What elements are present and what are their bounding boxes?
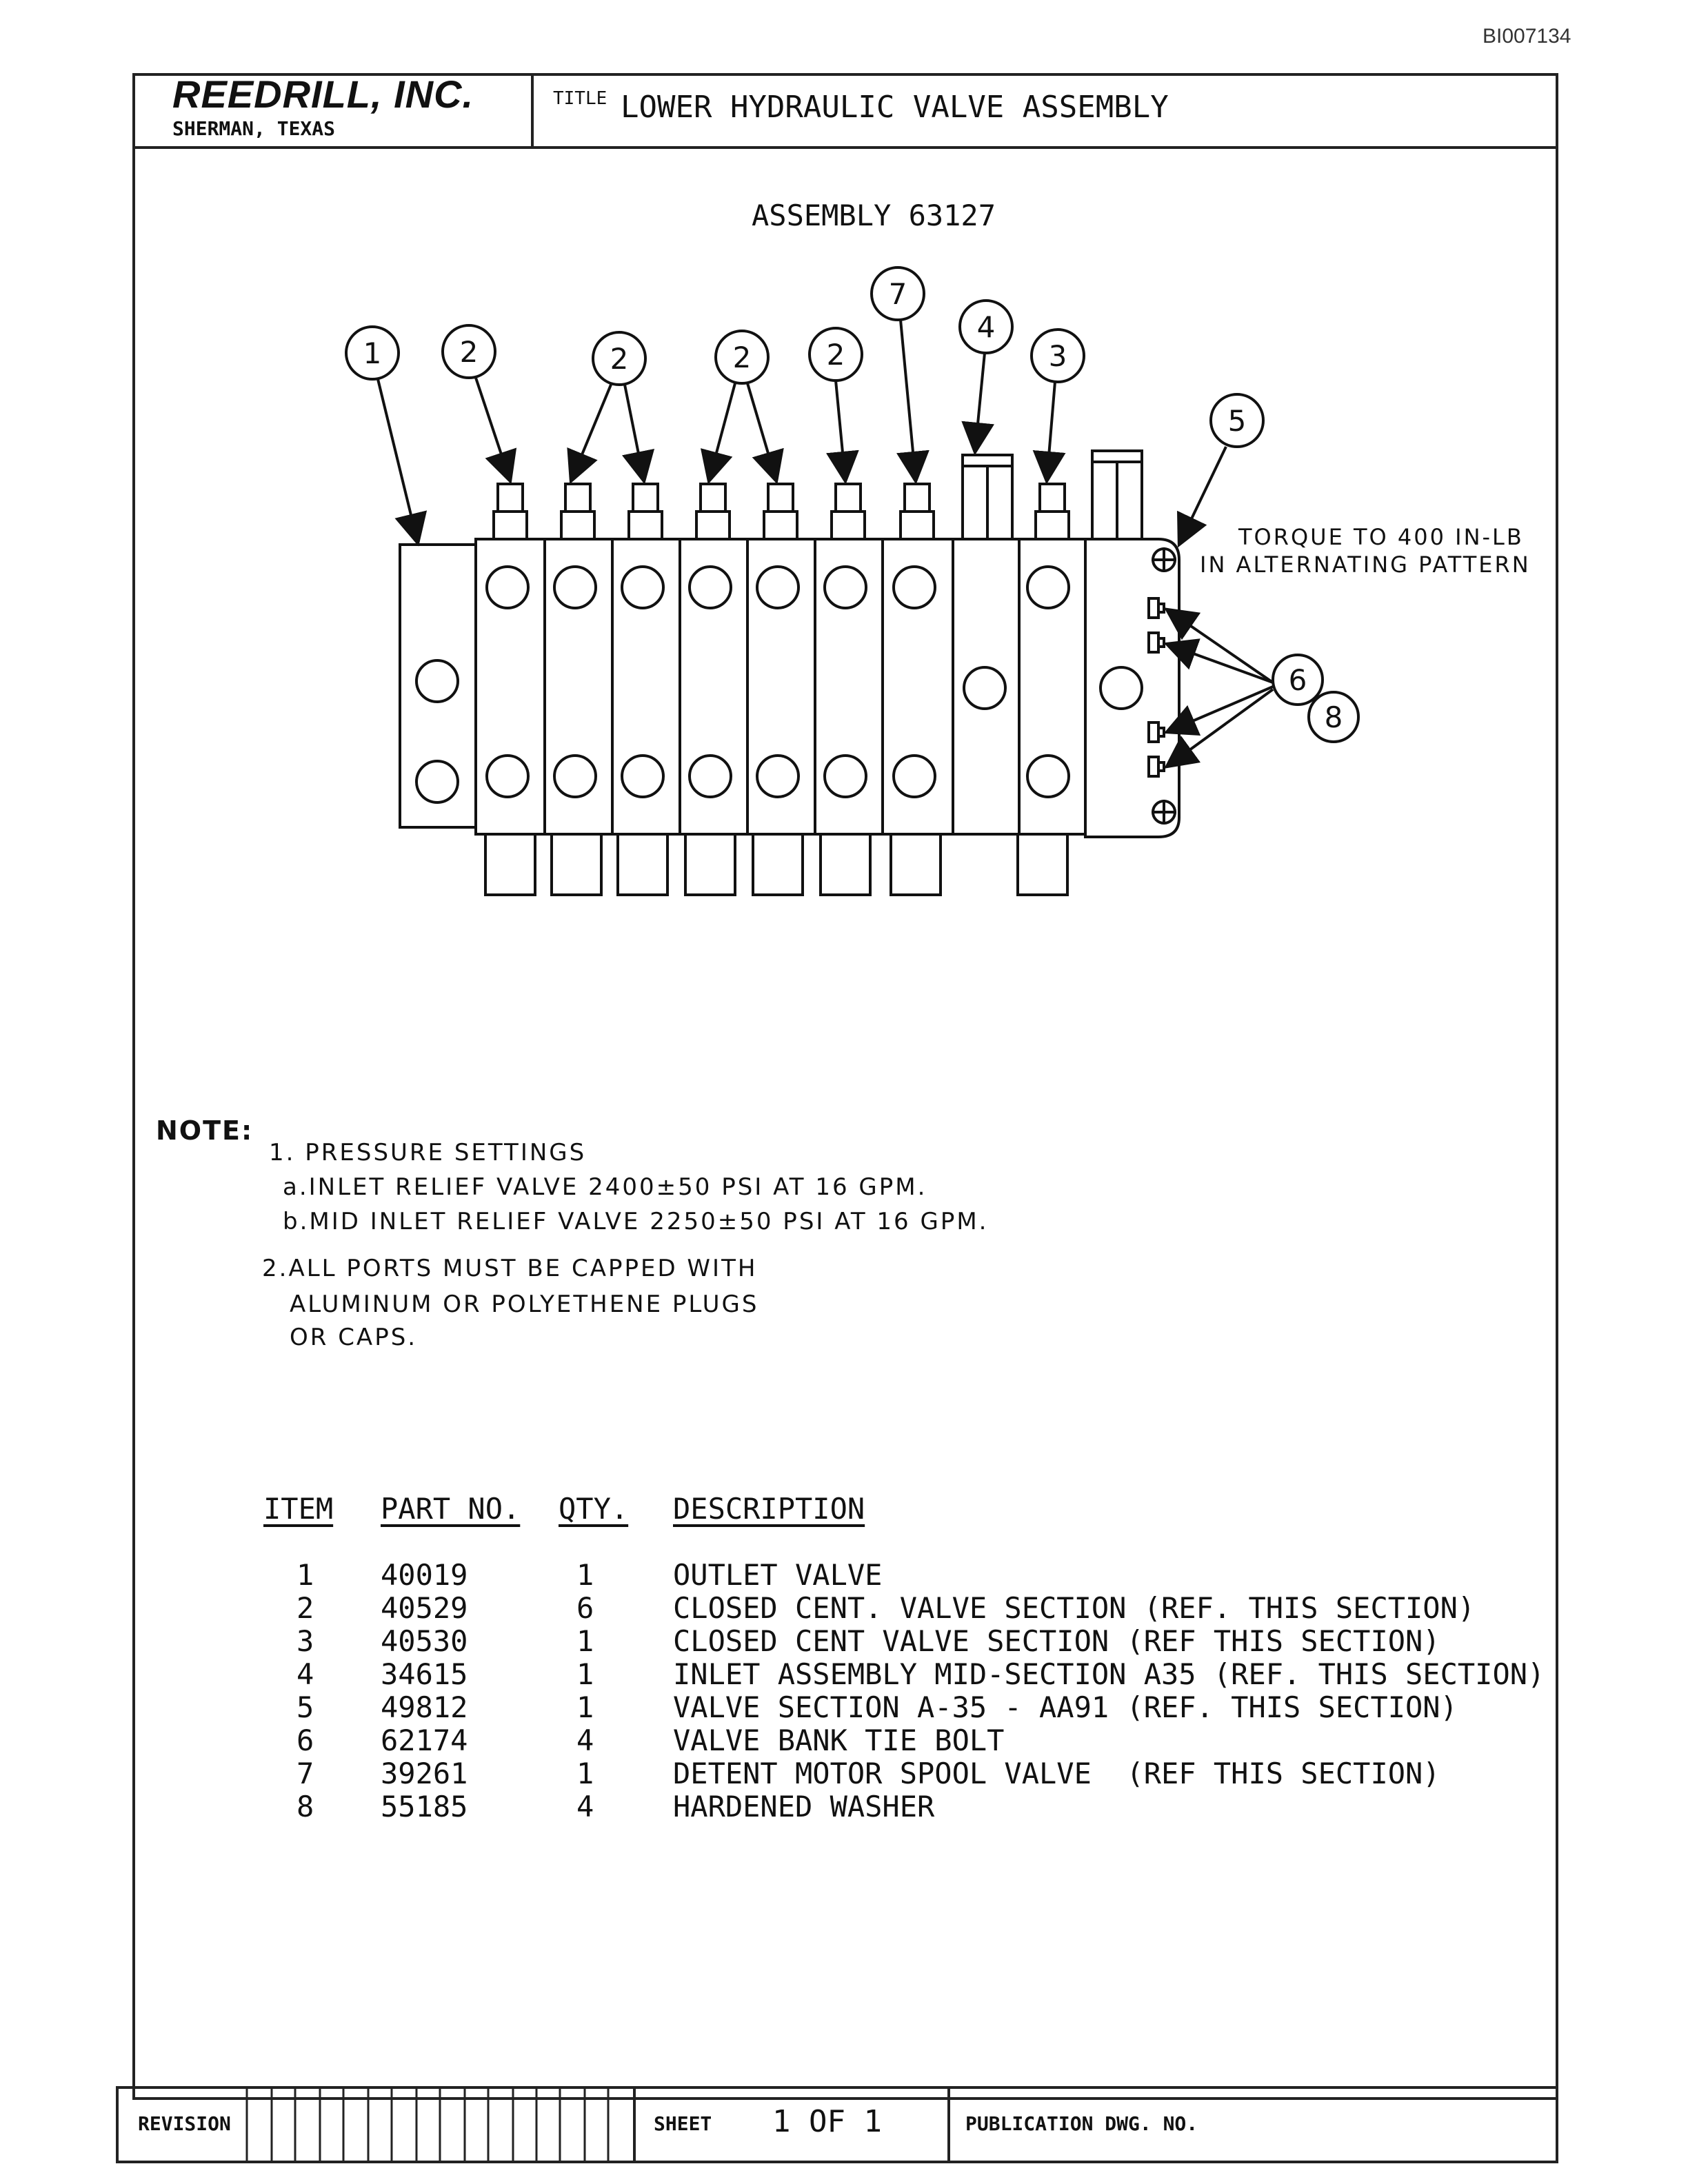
column-header-part: PART NO. bbox=[381, 1492, 521, 1526]
publication-drawing-label: PUBLICATION DWG. NO. bbox=[965, 2112, 1198, 2135]
note-1b: b.MID INLET RELIEF VALVE 2250±50 PSI AT … bbox=[283, 1208, 989, 1235]
company-name: REEDRILL, INC. bbox=[172, 72, 474, 116]
cell-description: INLET ASSEMBLY MID-SECTION A35 (REF. THI… bbox=[673, 1657, 1545, 1691]
torque-note-line2: IN ALTERNATING PATTERN bbox=[1200, 552, 1531, 578]
spool-ends-bottom bbox=[484, 833, 1069, 896]
callout-6: 6 bbox=[1289, 663, 1307, 697]
cell-item: 1 bbox=[297, 1558, 314, 1592]
cell-qty: 1 bbox=[576, 1624, 594, 1658]
sheet-value: 1 OF 1 bbox=[772, 2104, 882, 2139]
cell-description: VALVE BANK TIE BOLT bbox=[673, 1723, 1005, 1757]
cell-qty: 1 bbox=[576, 1657, 594, 1691]
callout-2: 2 bbox=[827, 338, 845, 372]
note-heading: NOTE: bbox=[156, 1115, 254, 1146]
column-header-qty: QTY. bbox=[559, 1492, 629, 1526]
column-header-item: ITEM bbox=[263, 1492, 334, 1526]
cell-qty: 4 bbox=[576, 1790, 594, 1823]
note-2-line1: 2.ALL PORTS MUST BE CAPPED WITH bbox=[262, 1255, 758, 1282]
cell-part: 49812 bbox=[381, 1690, 468, 1724]
drawing-title: LOWER HYDRAULIC VALVE ASSEMBLY bbox=[621, 90, 1169, 125]
callout-2: 2 bbox=[610, 342, 629, 376]
drawing-frame bbox=[132, 73, 1558, 2100]
inlet-end-block bbox=[1084, 538, 1180, 838]
cell-part: 40529 bbox=[381, 1591, 468, 1625]
cell-qty: 1 bbox=[576, 1690, 594, 1724]
cell-item: 8 bbox=[297, 1790, 314, 1823]
cell-item: 3 bbox=[297, 1624, 314, 1658]
cell-description: CLOSED CENT VALVE SECTION (REF THIS SECT… bbox=[673, 1624, 1440, 1658]
cell-item: 5 bbox=[297, 1690, 314, 1724]
callout-8: 8 bbox=[1325, 700, 1343, 734]
cell-part: 55185 bbox=[381, 1790, 468, 1823]
callout-7: 7 bbox=[889, 277, 907, 311]
cell-description: OUTLET VALVE bbox=[673, 1558, 883, 1592]
sheet-label: SHEET bbox=[654, 2112, 712, 2135]
torque-note-line1: TORQUE TO 400 IN-LB bbox=[1238, 524, 1524, 550]
column-header-description: DESCRIPTION bbox=[673, 1492, 865, 1526]
cell-part: 34615 bbox=[381, 1657, 468, 1691]
note-1: 1. PRESSURE SETTINGS bbox=[269, 1139, 587, 1166]
note-2-line3: OR CAPS. bbox=[290, 1324, 418, 1351]
cell-qty: 4 bbox=[576, 1723, 594, 1757]
cell-item: 6 bbox=[297, 1723, 314, 1757]
cell-item: 2 bbox=[297, 1591, 314, 1625]
callout-2: 2 bbox=[733, 341, 752, 374]
cell-item: 4 bbox=[297, 1657, 314, 1691]
title-block-footer bbox=[116, 2086, 1558, 2163]
callout-2: 2 bbox=[460, 335, 479, 369]
cell-qty: 6 bbox=[576, 1591, 594, 1625]
cell-item: 7 bbox=[297, 1757, 314, 1790]
company-city: SHERMAN, TEXAS bbox=[172, 117, 336, 140]
cell-description: CLOSED CENT. VALVE SECTION (REF. THIS SE… bbox=[673, 1591, 1476, 1625]
note-2-line2: ALUMINUM OR POLYETHENE PLUGS bbox=[290, 1291, 759, 1318]
assembly-number: ASSEMBLY 63127 bbox=[752, 199, 996, 232]
cell-description: DETENT MOTOR SPOOL VALVE (REF THIS SECTI… bbox=[673, 1757, 1440, 1790]
note-1a: a.INLET RELIEF VALVE 2400±50 PSI AT 16 G… bbox=[283, 1173, 927, 1201]
document-id: BI007134 bbox=[1483, 25, 1571, 48]
cell-description: VALVE SECTION A-35 - AA91 (REF. THIS SEC… bbox=[673, 1690, 1458, 1724]
callout-4: 4 bbox=[977, 310, 996, 344]
cell-qty: 1 bbox=[576, 1757, 594, 1790]
cell-part: 62174 bbox=[381, 1723, 468, 1757]
tie-bolt-ends bbox=[1147, 547, 1176, 825]
cell-part: 40019 bbox=[381, 1558, 468, 1592]
title-label: TITLE bbox=[553, 88, 607, 109]
cell-qty: 1 bbox=[576, 1558, 594, 1592]
ports bbox=[415, 565, 1143, 804]
header-divider bbox=[132, 146, 1558, 149]
cell-part: 39261 bbox=[381, 1757, 468, 1790]
header-vertical-divider bbox=[531, 73, 534, 148]
revision-label: REVISION bbox=[138, 2112, 231, 2135]
callout-5: 5 bbox=[1228, 404, 1247, 438]
callout-3: 3 bbox=[1049, 339, 1067, 373]
leader-lines bbox=[376, 319, 1274, 769]
cell-description: HARDENED WASHER bbox=[673, 1790, 935, 1823]
cell-part: 40530 bbox=[381, 1624, 468, 1658]
callout-1: 1 bbox=[363, 336, 382, 370]
